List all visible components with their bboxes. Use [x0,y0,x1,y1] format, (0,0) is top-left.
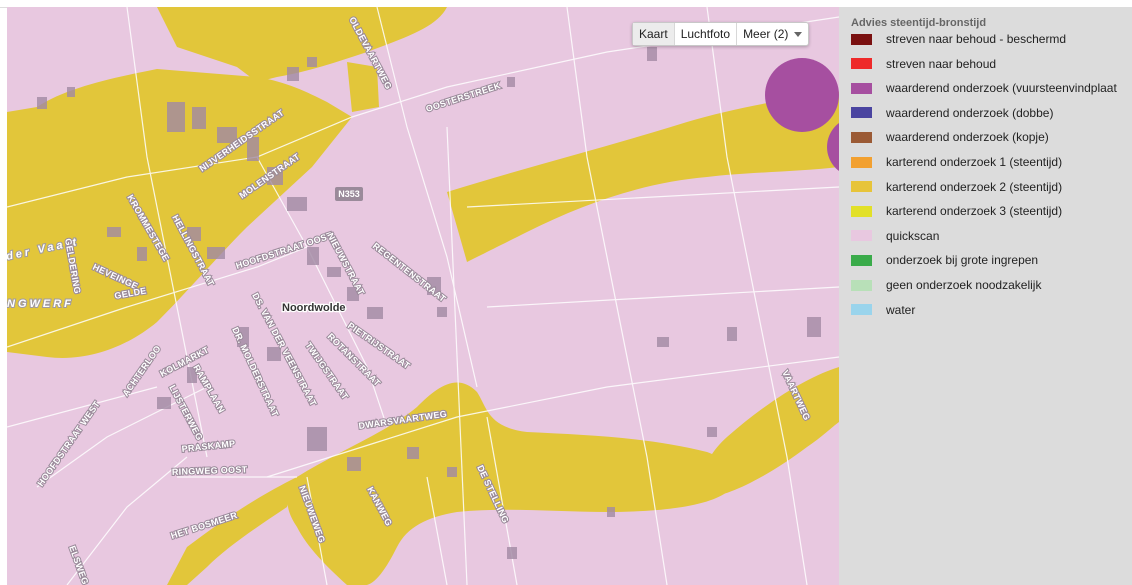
map-layer: N353 Noordwolde NGWERF der Vaart OLDEVAA… [7,7,839,585]
legend-swatch [851,58,872,70]
legend-swatch [851,279,872,291]
map-type-meer-dropdown[interactable]: Meer (2) [737,23,808,45]
legend-label: waarderend onderzoek (dobbe) [886,105,1054,120]
legend-swatch [851,254,872,266]
legend-label: waarderend onderzoek (kopje) [886,130,1049,145]
vindplaats-circle-2 [827,123,839,171]
vindplaats-circle-1 [765,58,839,132]
road-network [7,7,839,585]
separator [673,23,675,45]
map-type-meer-label: Meer (2) [743,27,789,41]
legend-swatch [851,82,872,94]
map-type-luchtfoto-button[interactable]: Luchtfoto [675,23,736,45]
legend-label: karterend onderzoek 3 (steentijd) [886,204,1063,219]
legend-item: karterend onderzoek 2 (steentijd) [851,179,1062,195]
map-type-kaart-button[interactable]: Kaart [633,23,674,45]
separator [736,23,738,45]
legend-label: quickscan [886,228,940,243]
legend-label: water [886,302,916,317]
road-shield [335,187,363,201]
legend-item: onderzoek bij grote ingrepen [851,252,1038,268]
street-label: RINGWEG OOST [172,464,248,477]
map-type-kaart-label: Kaart [639,27,668,41]
legend-label: waarderend onderzoek (vuursteenvindplaat [886,81,1117,96]
legend-label: streven naar behoud - beschermd [886,32,1067,46]
map-type-luchtfoto-label: Luchtfoto [680,27,731,41]
legend-item: water [851,302,915,318]
legend-swatch [851,304,872,316]
legend-item: waarderend onderzoek (kopje) [851,129,1049,145]
chevron-down-icon [794,31,803,37]
legend-item: karterend onderzoek 3 (steentijd) [851,203,1062,219]
legend-swatch [851,156,872,168]
karterend-2-zones [7,7,839,585]
legend-label: karterend onderzoek 1 (steentijd) [886,155,1063,169]
legend-item: streven naar behoud [851,56,996,72]
legend-label: onderzoek bij grote ingrepen [886,253,1039,268]
legend-title: Advies steentijd-bronstijd [851,17,987,29]
map-canvas[interactable]: N353 Noordwolde NGWERF der Vaart OLDEVAA… [7,7,839,585]
legend-item: karterend onderzoek 1 (steentijd) [851,154,1062,170]
legend-item: geen onderzoek noodzakelijk [851,277,1041,293]
legend-item: waarderend onderzoek (dobbe) [851,105,1053,121]
legend-panel: Advies steentijd-bronstijd streven naar … [839,7,1132,585]
road-shield-label: N353 [338,189,360,199]
legend-swatch [851,230,872,242]
place-label: Noordwolde [282,302,346,314]
legend-label: geen onderzoek noodzakelijk [886,278,1042,292]
region-label: NGWERF [7,298,74,310]
legend-item: streven naar behoud - beschermd [851,31,1066,47]
legend-label: karterend onderzoek 2 (steentijd) [886,179,1063,194]
legend-label: streven naar behoud [886,56,997,71]
legend-swatch [851,205,872,217]
legend-swatch [851,33,872,45]
legend-swatch [851,181,872,193]
legend-item: waarderend onderzoek (vuursteenvindplaat [851,80,1117,96]
legend-swatch [851,131,872,143]
map-type-control: Kaart Luchtfoto Meer (2) [632,22,810,46]
legend-swatch [851,107,872,119]
legend-item: quickscan [851,228,939,244]
buildings [37,47,821,559]
